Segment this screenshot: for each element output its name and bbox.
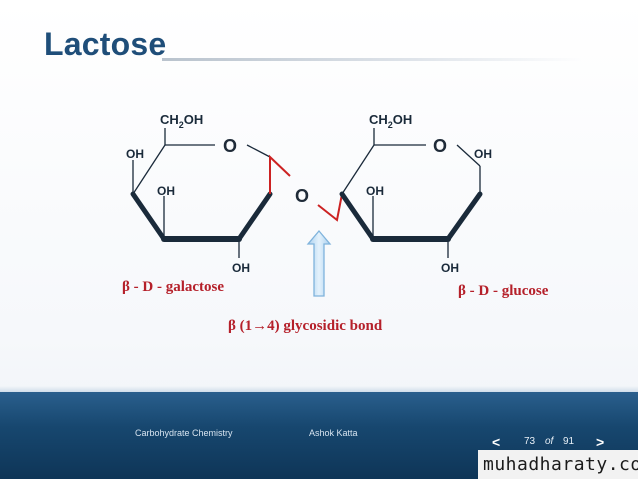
footer-course-title: Carbohydrate Chemistry: [135, 428, 233, 438]
glycosidic-bond: O: [269, 154, 343, 222]
bridge-oxygen: O: [295, 186, 309, 206]
footer-author: Ashok Katta: [309, 428, 358, 438]
galactose-oh-c4: OH: [126, 147, 144, 161]
footer-glow: [0, 386, 638, 396]
glucose-name: β - D - glucose: [458, 283, 549, 299]
glucose-labels: CH2OH O OH OH OH: [366, 112, 492, 275]
glucose-ring: [339, 128, 483, 258]
galactose-ring: [130, 128, 273, 258]
watermark-text: muhadharaty.com: [483, 454, 638, 475]
galactose-name: β - D - galactose: [122, 279, 224, 295]
glucose-oh-c3: OH: [366, 184, 384, 198]
slide-title: Lactose: [44, 26, 167, 62]
next-slide-icon[interactable]: >: [596, 434, 605, 450]
galactose-oh-c2: OH: [232, 261, 250, 275]
title-underline: [162, 58, 582, 61]
glucose-ch2oh-label: CH2OH: [369, 112, 412, 130]
prev-slide-icon[interactable]: <: [492, 434, 501, 450]
slide-pager: < 73 of 91 >: [492, 434, 612, 452]
current-slide-number: 73: [524, 436, 536, 447]
glucose-ring-oxygen: O: [433, 136, 447, 156]
watermark-box: [478, 450, 638, 479]
glycosidic-bond-label: β (1→4) glycosidic bond: [228, 318, 383, 334]
galactose-oh-c3: OH: [157, 184, 175, 198]
up-arrow-icon: [306, 229, 332, 297]
galactose-labels: CH2OH O OH OH OH: [126, 112, 250, 275]
galactose-ch2oh-label: CH2OH: [160, 112, 203, 130]
glucose-oh-c2: OH: [441, 261, 459, 275]
galactose-ring-oxygen: O: [223, 136, 237, 156]
pager-of-label: of: [545, 436, 554, 447]
total-slide-count: 91: [563, 436, 575, 447]
glucose-oh-c1: OH: [474, 147, 492, 161]
